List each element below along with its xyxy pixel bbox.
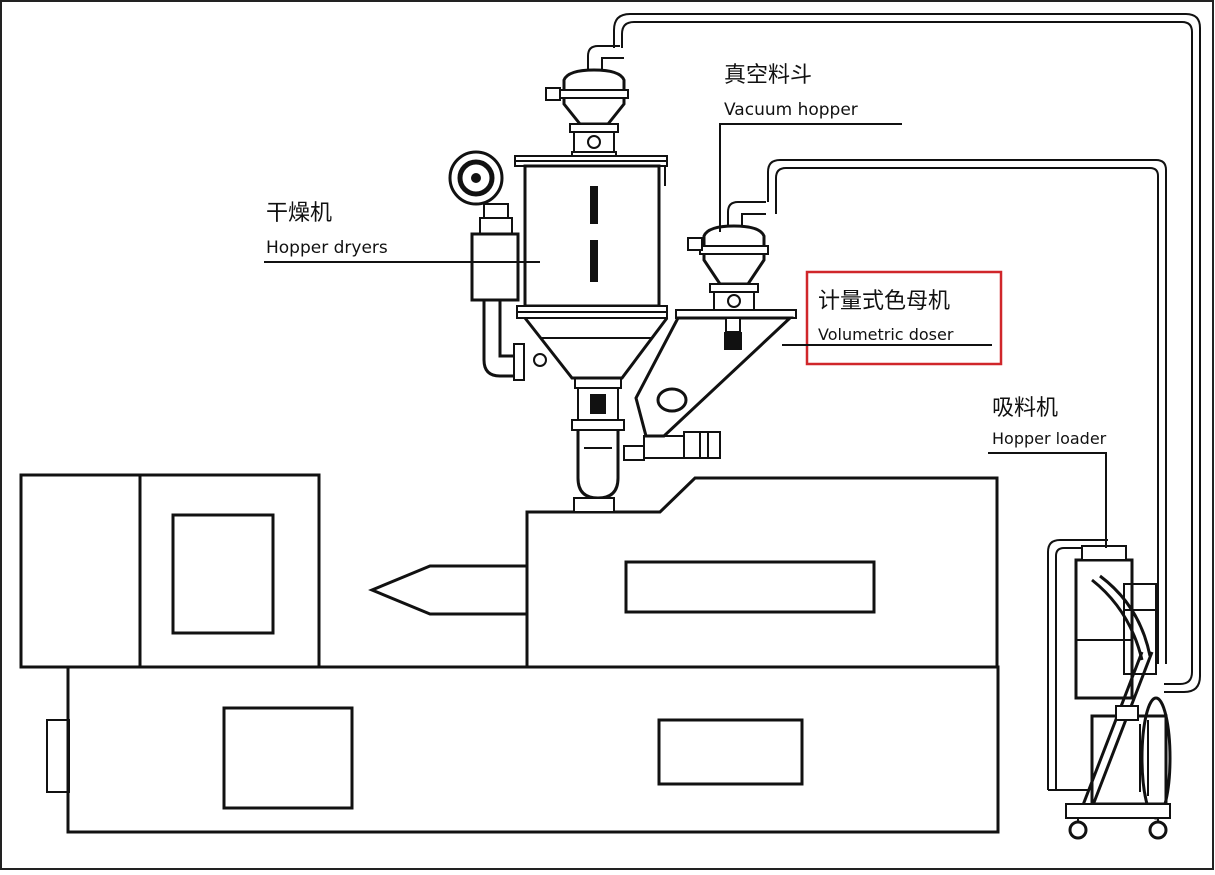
vh2-rim [699,245,769,255]
vh2-suction-pipe-inner [741,213,766,226]
vh2-valve-dial [727,294,741,308]
vh1-side-port [545,87,561,101]
label-hopper-loader: 吸料机 Hopper loader [988,396,1107,548]
conveying-pipe-outer-2 [613,13,1201,693]
conveying-pipe-inner [767,159,1167,664]
loader-frame-diagonal-2 [1086,651,1154,819]
vh1-valve-top [569,123,619,133]
leader-hopper-loader [988,452,1107,548]
label-vacuum-hopper: 真空料斗 Vacuum hopper [719,63,902,232]
dryer-heater-box [470,232,520,302]
clamp-window [171,513,275,635]
vh1-valve-base [571,151,617,157]
injection-unit-window [624,560,876,614]
label-hopper-loader-zh: 吸料机 [992,396,1058,421]
feed-throat [571,377,721,513]
injection-nozzle [368,564,527,616]
dryer-sight-port [533,353,547,367]
doser-highlight-box [805,270,1003,366]
base-window-left [222,706,354,810]
label-hopper-loader-en: Hopper loader [992,429,1107,448]
label-vacuum-hopper-zh: 真空料斗 [724,63,812,88]
vh1-suction-pipe [587,45,620,70]
loader-wheel-left [1068,820,1088,840]
loader-control-box [1123,583,1157,675]
base-side-plate [46,719,70,793]
label-volumetric-doser-zh: 计量式色母机 [818,289,950,314]
loader-hose-outer [1047,539,1108,790]
loader-cart [1065,803,1171,819]
dryer-blower-hub [471,173,481,183]
doser-body [634,316,794,438]
vacuum-hopper-doser [687,201,769,350]
dryer-cone [523,317,669,380]
label-volumetric-doser: 计量式色母机 Volumetric doser [782,270,1003,366]
throat-base [573,497,615,513]
loader-tank-cap [1081,545,1127,561]
dryer-pipe-flange [513,343,525,381]
injection-molding-machine [19,473,1000,834]
dryer-blower-inner [457,159,495,197]
vh1-rim [559,89,629,99]
dryer-sight-glass-top [590,186,598,224]
vh2-suction-pipe [727,201,766,226]
loader-hose-inner [1055,547,1108,790]
doser-motor [683,431,721,459]
vh1-cone [562,98,626,126]
conveying-pipe-inner-2 [775,167,1159,664]
vh2-feed-stem [725,317,741,333]
hopper-loader [1047,539,1172,840]
label-hopper-dryers-en: Hopper dryers [266,238,388,258]
loader-suction-hose [1091,578,1144,661]
hopper-dryer [448,150,669,381]
loader-wheel-right [1148,820,1168,840]
doser-sight-hole [656,387,688,413]
clamping-unit [19,473,321,669]
base-window-right [657,718,804,786]
label-volumetric-doser-en: Volumetric doser [818,325,954,344]
label-vacuum-hopper-en: Vacuum hopper [724,100,858,120]
label-hopper-dryers: 干燥机 Hopper dryers [264,201,540,263]
vh2-lid [702,224,766,246]
dryer-air-pipe [482,300,520,378]
machine-base [66,665,1000,834]
vh2-cone [702,254,766,286]
leader-vacuum-hopper [719,123,902,232]
throat-flange-mid [571,419,625,431]
vh1-suction-pipe-inner [601,57,624,70]
vh1-valve-dial [587,135,601,149]
doser-feed-pipe [623,445,645,461]
label-hopper-dryers-zh: 干燥机 [266,201,332,226]
vh2-valve [713,291,755,311]
conveying-pipe-outer [621,21,1193,685]
throat-body [576,430,620,500]
injection-unit [525,476,999,669]
dryer-blower-outer [448,150,504,206]
loader-suction-hose-2 [1099,574,1152,657]
throat-valve-window [590,394,606,414]
vh1-lid [562,68,626,90]
doser-screw-housing [643,435,685,459]
loader-frame-diagonal [1076,651,1144,819]
loader-motor [1090,714,1168,806]
vh2-feed-block [724,332,742,350]
vh2-side-port [687,237,703,251]
vacuum-hopper-dryer [545,45,629,157]
dryer-sight-glass-bottom [590,240,598,282]
loader-motor-top [1115,705,1139,721]
dryer-blower-neck [483,203,509,219]
vh2-valve-top [709,283,759,293]
dryer-heater-cap [479,217,513,235]
